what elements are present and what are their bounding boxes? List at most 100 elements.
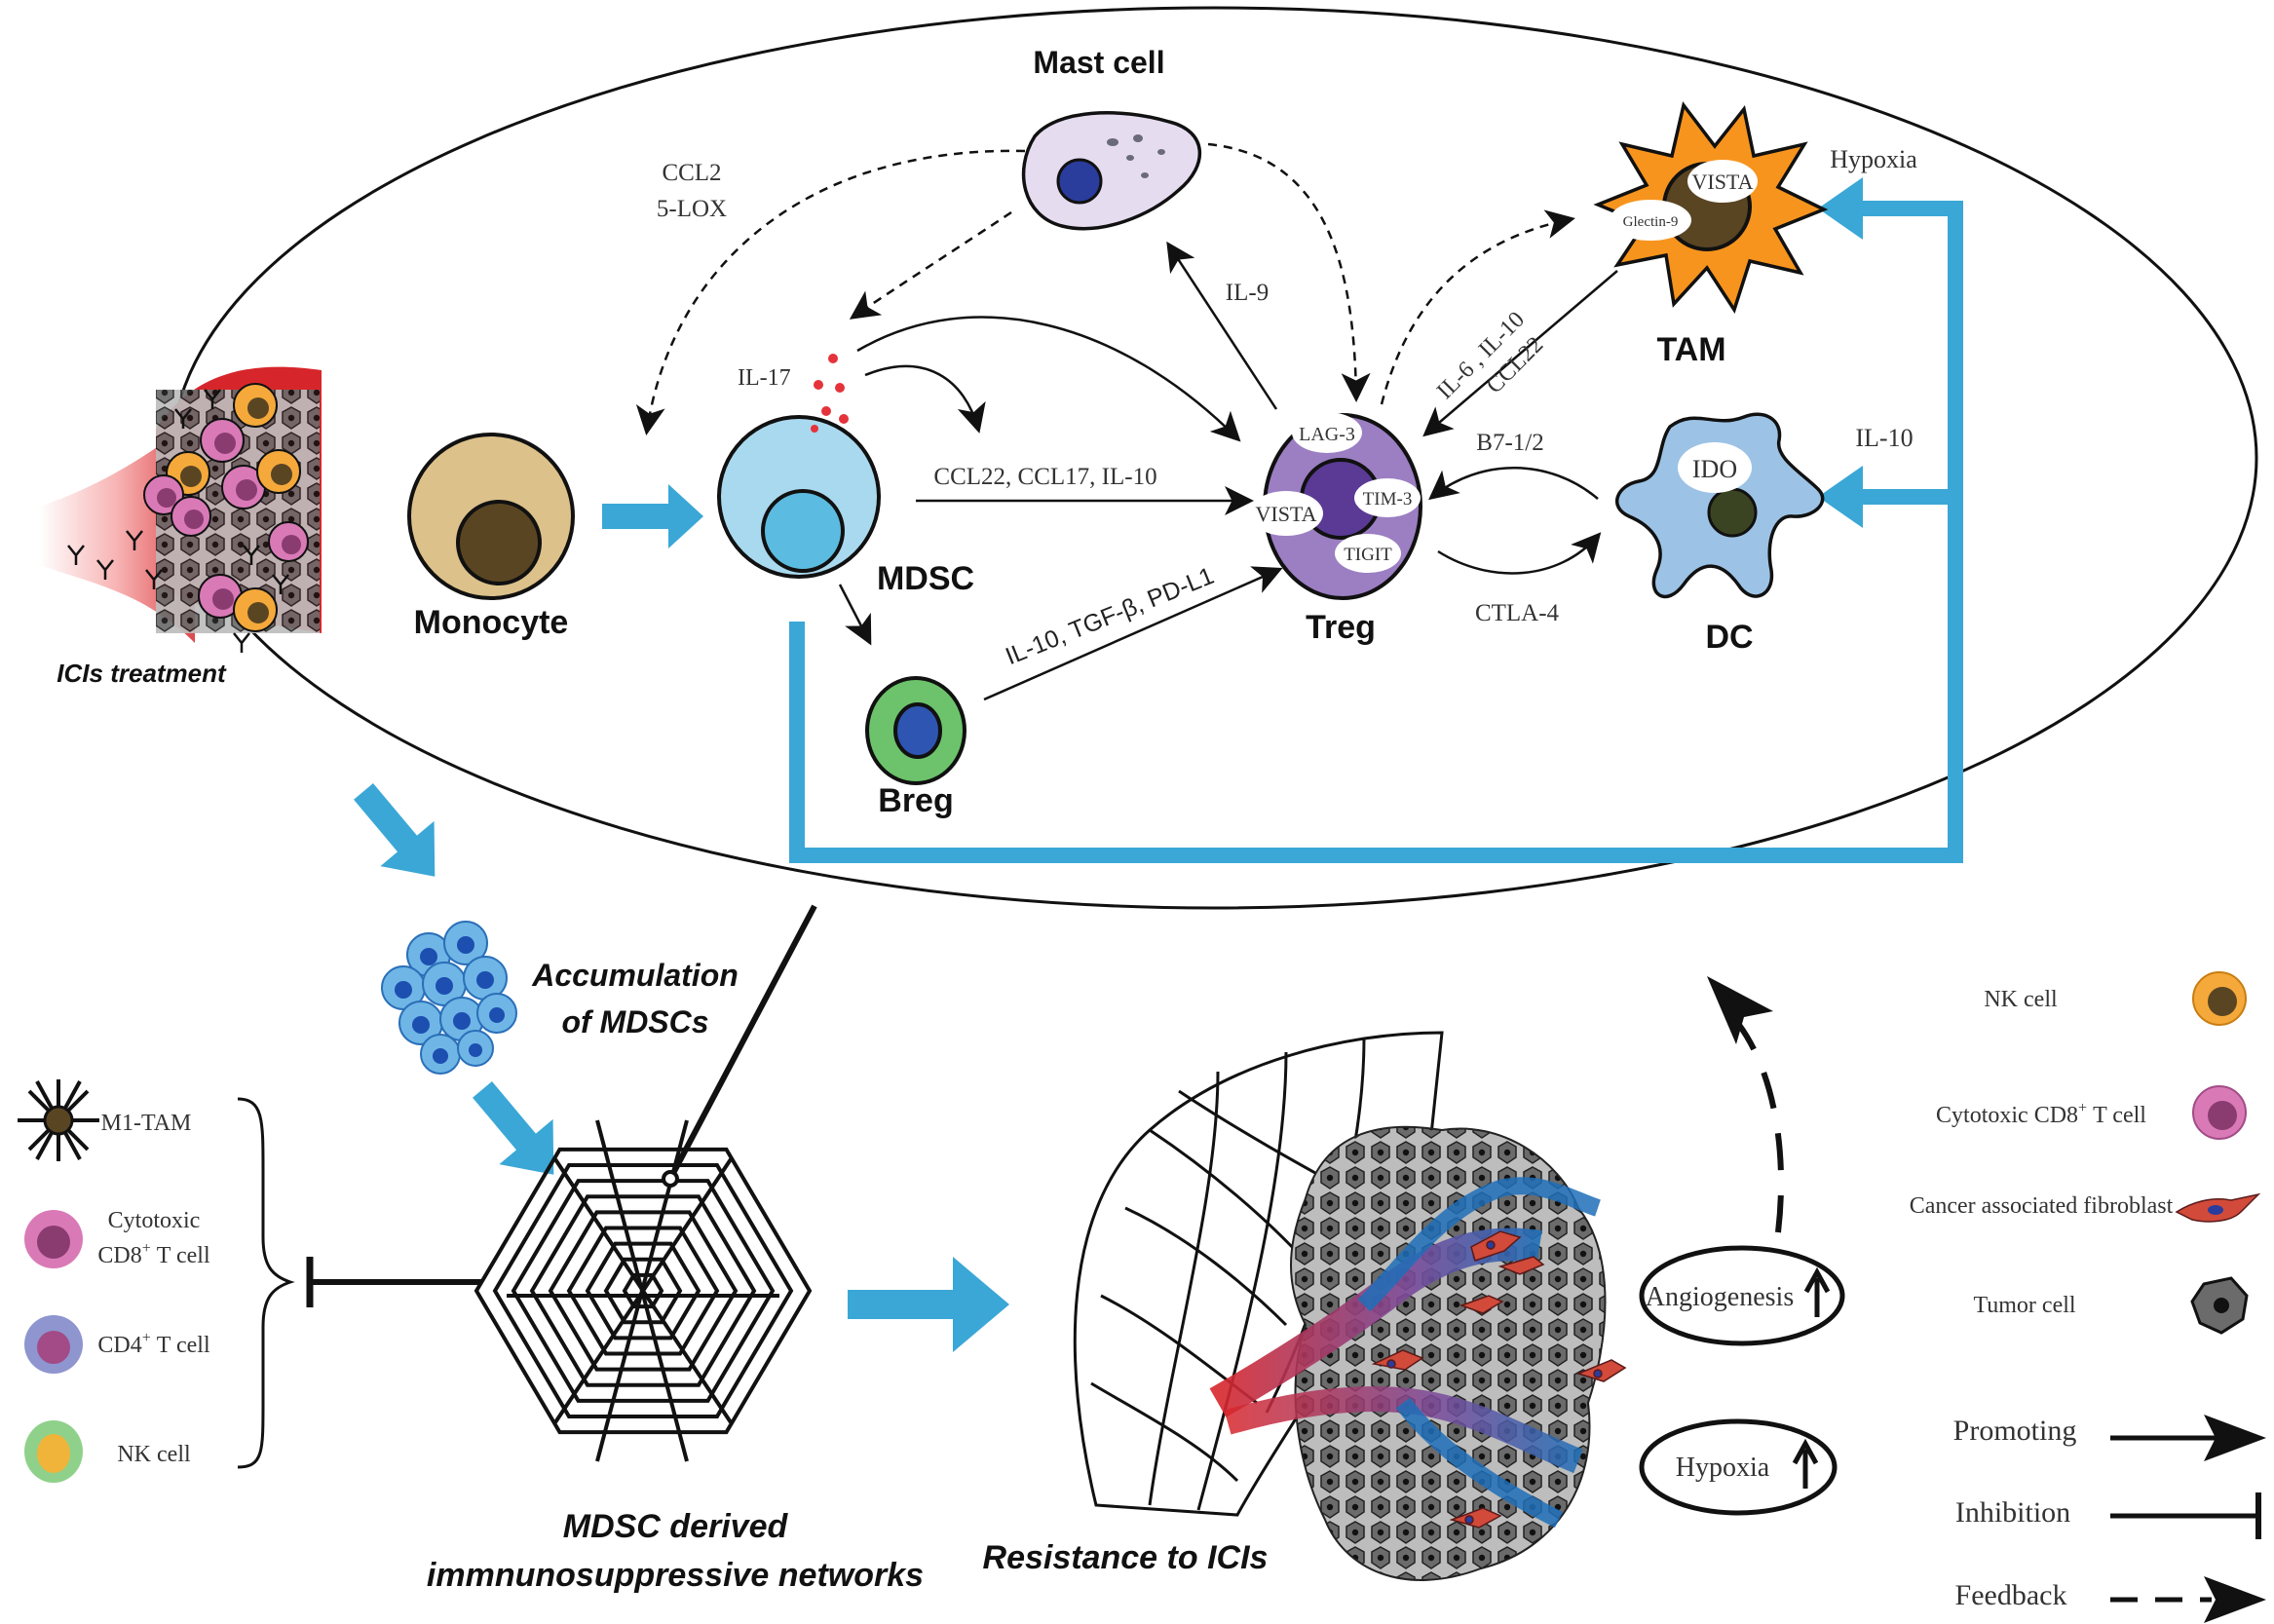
svg-text:Hypoxia: Hypoxia [1676,1453,1770,1483]
ccl22-ccl17-il10-label: CCL22, CCL17, IL-10 [933,464,1156,490]
svg-text:Glectin-9: Glectin-9 [1623,214,1679,230]
b7-arrow [1428,467,1599,501]
brace [237,1097,295,1469]
treg-cell: LAG-3 VISTA TIM-3 TIGIT [1249,412,1422,600]
mdsc-small-curve [864,364,986,434]
ccl2-label: CCL2 [662,160,721,186]
mast-cell [1021,110,1202,231]
mast-to-monocyte-dashed [635,149,1026,435]
web-ring [548,1210,739,1372]
cd4-label: CD4+T cell [97,1330,210,1358]
hypoxia-arrowhead [1818,177,1863,240]
cytotoxic-label-line2: CD8+T cell [97,1240,210,1268]
mdsc-cell [717,354,881,579]
galectin9-marker: Glectin-9 [1610,200,1691,241]
mdsc-label: MDSC [877,560,974,597]
svg-text:Angiogenesis: Angiogenesis [1646,1282,1794,1312]
breg-to-treg-arrow [983,566,1283,701]
cytotoxic-cd8-icon [24,1210,83,1268]
legend-caf-label: Cancer associated fibroblast [1910,1193,2174,1219]
web-ring [603,1257,683,1325]
mast-to-mdsc-dashed [849,210,1012,320]
legend-feedback-arrow [2110,1576,2266,1623]
il10-signal-label: IL-10 [1855,424,1913,452]
lag3-marker: LAG-3 [1292,412,1362,453]
legend-caf-icon [2175,1192,2261,1223]
icis-to-accumulation-arrow [354,783,436,877]
svg-text:IDO: IDO [1692,455,1737,483]
feedback-dashed-arrow [1736,1023,1785,1233]
web-ring [492,1163,794,1418]
mdsc-cluster [381,921,517,1075]
breg-label: Breg [878,782,953,819]
monocyte-to-mdsc-arrow-shaft [602,504,670,529]
legend-feedback-label: Feedback [1955,1579,2067,1611]
web-to-resistance-arrowhead [953,1257,1009,1352]
web-ring [474,1147,813,1435]
web-ring [529,1194,757,1387]
legend-inhibition-label: Inhibition [1955,1496,2070,1529]
hypoxia-up-arrow [1792,1438,1819,1489]
mdsc-to-breg-arrow [838,584,872,646]
legend-nk-icon [2192,971,2247,1026]
svg-text:VISTA: VISTA [1691,170,1753,194]
angiogenesis-box: Angiogenesis [1639,1245,1845,1346]
angiogenesis-up-arrow [1803,1266,1831,1317]
monocyte-cell [407,433,575,600]
tam-cell: VISTA Glectin-9 [1593,100,1829,315]
resistance-label: Resistance to ICIs [983,1539,1269,1576]
il9-label: IL-9 [1226,280,1269,306]
nk-cell-inhibited-label: NK cell [117,1442,191,1467]
ido-marker: IDO [1678,442,1752,493]
il10-arrowhead [1818,466,1863,528]
treg-to-tam-dashed [1380,209,1575,405]
accumulation-to-network-arrow [473,1081,554,1175]
legend-nk-label: NK cell [1984,987,2058,1012]
hypoxia-signal-label: Hypoxia [1830,145,1917,173]
vista-treg-marker: VISTA [1249,491,1323,536]
tam-label: TAM [1656,331,1725,368]
legend-cd8-label: Cytotoxic CD8+T cell [1936,1100,2146,1128]
5lox-label: 5-LOX [657,196,727,222]
ctla4-arrow [1437,532,1602,575]
cytotoxic-label-line1: Cytotoxic [108,1208,201,1233]
web-ring [511,1179,776,1403]
tam-to-treg-arrow [1422,270,1618,437]
svg-text:LAG-3: LAG-3 [1299,424,1355,445]
legend-promoting-label: Promoting [1953,1415,2077,1447]
ctla4-label: CTLA-4 [1475,600,1560,626]
legend-tumor-label: Tumor cell [1973,1293,2075,1318]
icis-treatment-label: ICIs treatment [57,659,227,688]
cd4-icon [24,1315,83,1374]
hypoxia-box: Hypoxia [1639,1418,1838,1516]
legend-cd8-icon [2192,1085,2247,1140]
tigit-marker: TIGIT [1335,534,1401,573]
web-to-resistance-arrow-shaft [848,1290,955,1319]
feedback-loop-path [789,201,1963,863]
il9-arrow [1166,241,1278,410]
legend-promoting-arrow [2110,1415,2266,1461]
monocyte-to-mdsc-arrowhead [668,484,703,548]
svg-text:VISTA: VISTA [1255,502,1316,526]
network-label-line1: MDSC derived [563,1508,789,1545]
breg-cell [865,676,966,785]
mdsc-curve-to-treg [856,316,1241,442]
tumor-mass [1209,1125,1627,1581]
tim3-marker: TIM-3 [1354,478,1421,517]
ellipse-to-web-connector [667,904,817,1181]
network-label-line2: immnunosuppressive networks [427,1557,924,1594]
legend-inhibition-symbol [2110,1492,2261,1539]
nk-cell-icon [24,1420,83,1483]
svg-text:TIM-3: TIM-3 [1363,489,1413,510]
dc-label: DC [1705,619,1753,656]
accumulation-label-line2: of MDSCs [561,1004,708,1039]
dc-cell: IDO [1615,412,1825,599]
web-ring [566,1226,720,1356]
accumulation-label-line1: Accumulation [531,958,739,993]
spider-web-icon [474,1119,813,1462]
m1-tam-label: M1-TAM [101,1111,192,1136]
treg-label: Treg [1306,609,1376,646]
monocyte-label: Monocyte [414,604,569,641]
legend-tumor-icon [2190,1276,2249,1335]
